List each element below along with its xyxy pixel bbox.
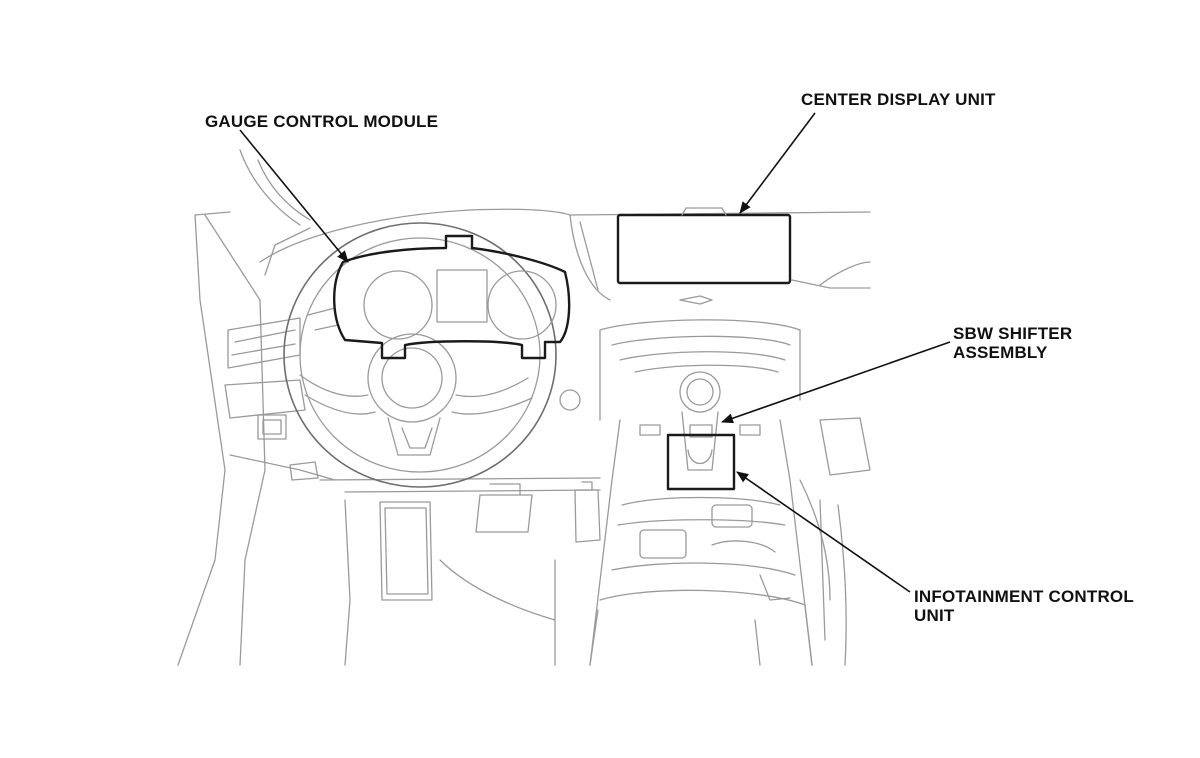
label-sbw-shifter-line1: SBW SHIFTER [953,324,1073,343]
brake-pedal [475,494,533,533]
label-infotainment-line1: INFOTAINMENT CONTROL [914,587,1134,606]
dash-top [259,208,871,263]
leader-gauge-control-module [239,129,349,263]
start-button [559,389,581,411]
left-vent [227,317,301,369]
shifter-area [639,371,761,471]
center-console [589,419,813,666]
label-infotainment-line2: UNIT [914,606,955,625]
a-pillar [177,214,226,666]
label-infotainment-control-unit: INFOTAINMENT CONTROL UNIT [914,587,1134,625]
label-sbw-shifter-line2: ASSEMBLY [953,343,1048,362]
left-switch [257,414,287,440]
knee-panel [379,501,433,601]
dashboard-line-art [177,149,871,666]
leader-center-display-unit [739,112,816,214]
center-vents [559,319,801,421]
leader-sbw-shifter-assembly [721,341,951,424]
center-display [616,207,792,305]
leader-lines [239,112,951,593]
leader-infotainment-control-unit [736,471,911,593]
accelerator-pedal [574,489,601,543]
gauge-cluster [333,234,571,360]
right-door [799,417,871,666]
label-sbw-shifter-assembly: SBW SHIFTER ASSEMBLY [953,324,1072,362]
label-gauge-control-module: GAUGE CONTROL MODULE [205,112,439,131]
label-center-display-unit: CENTER DISPLAY UNIT [801,90,996,109]
infotainment-unit-box [666,433,736,491]
steering-wheel [283,222,557,488]
